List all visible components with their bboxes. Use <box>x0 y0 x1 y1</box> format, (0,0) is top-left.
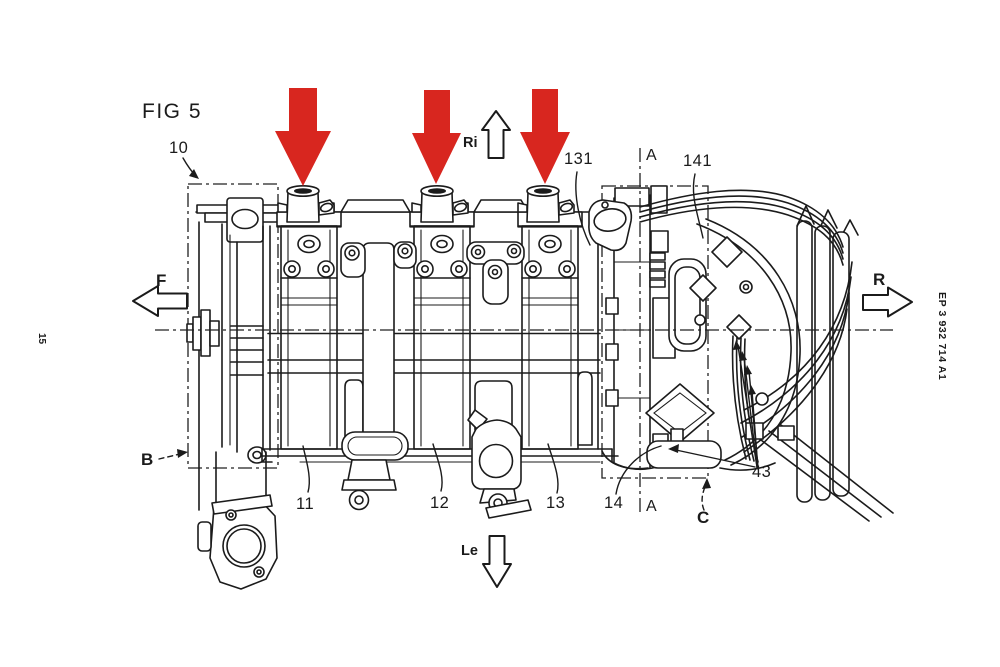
direction-arrow-icons <box>132 110 913 588</box>
connector-diamond <box>711 236 743 268</box>
sheet-number: 15 <box>36 333 47 345</box>
chain-cover-assembly <box>186 197 286 590</box>
red-arrow-1 <box>275 88 331 186</box>
section-marker-a-top: A <box>646 147 657 164</box>
ref-12: 12 <box>430 494 450 512</box>
ref-131: 131 <box>564 150 594 168</box>
arrow-left-f-icon <box>132 285 188 317</box>
direction-label-f: F <box>156 271 167 290</box>
ref-14: 14 <box>604 494 624 512</box>
section-marker-a-bottom: A <box>646 498 657 515</box>
highlight-arrows <box>275 88 570 186</box>
center-lines <box>155 148 893 514</box>
ref-141: 141 <box>683 152 713 170</box>
arrow-right-r-icon <box>862 286 913 318</box>
figure-label: FIG 5 <box>142 100 203 123</box>
red-arrow-3 <box>520 89 570 184</box>
ref-11: 11 <box>296 495 315 513</box>
direction-label-r: R <box>873 270 886 289</box>
ref-13: 13 <box>546 494 566 512</box>
patent-number: EP 3 932 714 A1 <box>936 292 948 381</box>
section-marker-b: B <box>141 450 154 469</box>
mount-brackets <box>341 409 532 519</box>
arrow-up-ri-icon <box>481 110 511 159</box>
section-marker-c: C <box>697 508 710 527</box>
red-arrow-2 <box>412 90 461 184</box>
block-ribs <box>261 212 661 471</box>
ref-43: 43 <box>752 463 772 481</box>
block-towers <box>340 241 593 449</box>
direction-label-le: Le <box>461 543 478 559</box>
wiring-harness <box>639 189 894 522</box>
direction-label-ri: Ri <box>463 135 478 151</box>
arrow-down-le-icon <box>482 535 512 588</box>
leader-lines <box>158 157 759 511</box>
ref-10: 10 <box>169 139 189 157</box>
transmission-assembly <box>588 185 894 522</box>
crank-nose <box>186 323 194 343</box>
